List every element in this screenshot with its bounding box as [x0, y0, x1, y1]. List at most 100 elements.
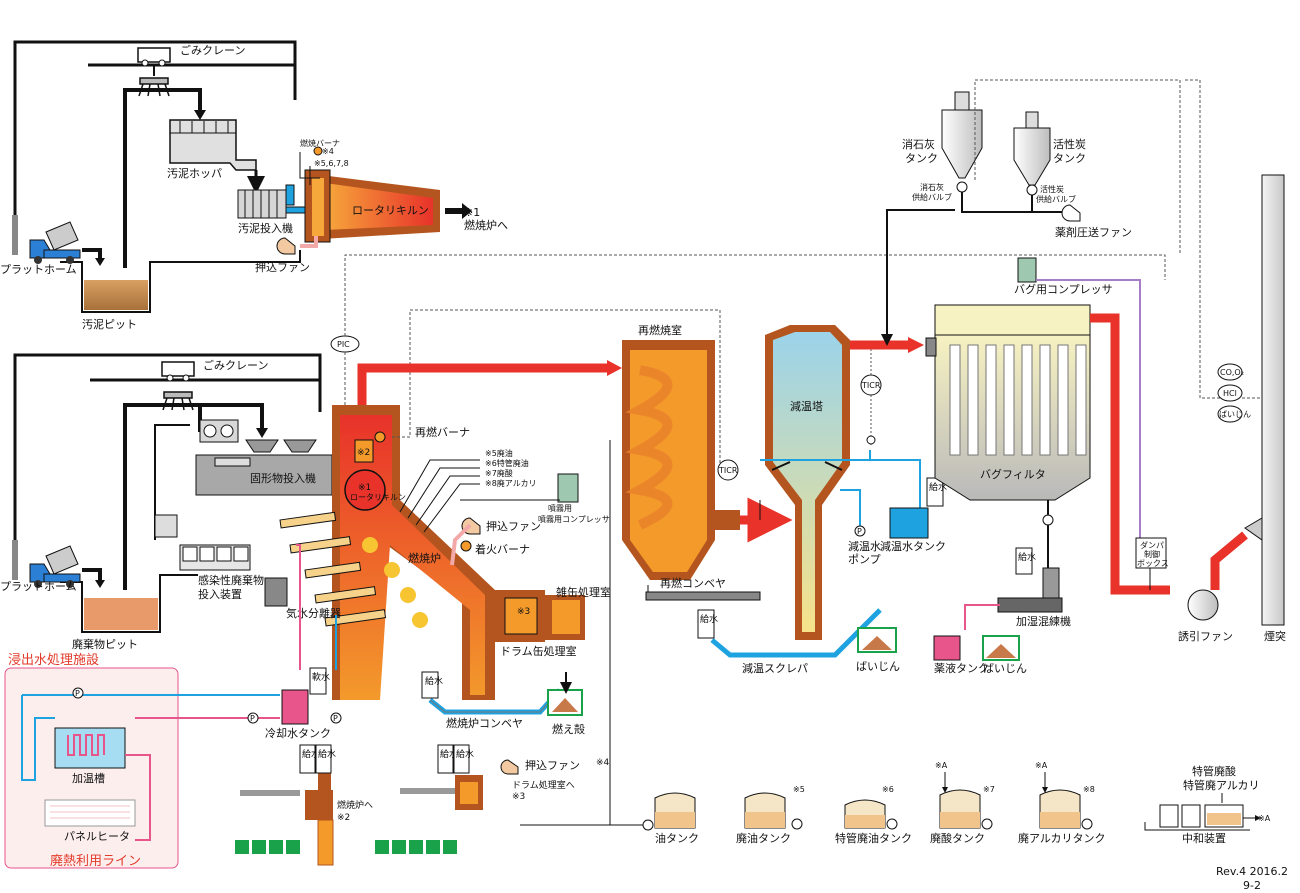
heating-tank: [54, 727, 126, 769]
bag-filter-label: バグフィルタ: [980, 467, 1046, 481]
waste-oil-tank: [744, 792, 786, 829]
sludge-pit: [60, 250, 301, 313]
neutral-title-1: 特管廃酸: [1192, 764, 1236, 778]
rev-label: Rev.4 2016.2: [1216, 865, 1288, 878]
feed-water-ct: 給水: [929, 481, 947, 493]
spray-compressor: [557, 473, 579, 503]
can-room-label: 雑缶処理室: [556, 585, 611, 599]
heat-line-label: 廃熱利用ライン: [50, 853, 141, 869]
bag-compressor-label: バグ用コンプレッサ: [1014, 282, 1113, 296]
ignition-burner-label: 着火バーナ: [475, 542, 530, 556]
crane-top-label: ごみクレーン: [180, 43, 245, 57]
furnace-burners: [279, 511, 387, 627]
damper-box: [1135, 537, 1167, 569]
rotary-kiln: [304, 169, 440, 243]
page-label: 9-2: [1243, 879, 1261, 892]
push-fan-bot-label: 押込ファン: [525, 758, 580, 772]
push-fan-mid-label: 押込ファン: [486, 519, 541, 533]
lime-tank-1: 消石灰: [902, 137, 935, 151]
ash-label: 燃え殻: [552, 722, 585, 736]
furnace-label: 燃焼炉: [408, 551, 441, 565]
induced-fan: [1187, 589, 1219, 621]
reburn-chamber-label: 再燃焼室: [638, 323, 682, 337]
push-fan-top-label: 押込ファン: [255, 260, 310, 274]
panel-heater: [44, 799, 136, 827]
drum-feeder-right: [375, 775, 483, 854]
chem-tank-label: 薬液タンク: [934, 661, 989, 675]
sludge-feeder-label: 汚泥投入機: [238, 221, 293, 235]
push-fan-top: [276, 237, 296, 255]
bag-compressor: [1017, 257, 1037, 283]
note2-label: ※2: [357, 448, 370, 458]
mixer: [997, 567, 1063, 613]
to-furnace-2a: 燃焼炉へ: [337, 799, 373, 811]
sludge-pit-label: 汚泥ピット: [82, 318, 137, 331]
waste-oil-tank-label: 廃油タンク: [736, 831, 791, 845]
pump-1: P: [75, 689, 80, 698]
co-o2-label: CO,O₂: [1220, 368, 1244, 377]
soft-water-label: 軟水: [312, 671, 330, 683]
reburn-burner-label: 再燃バーナ: [415, 425, 470, 439]
platform-bottom-label: プラットホーム: [0, 580, 77, 593]
truck-top: [12, 215, 81, 264]
burner-top-label: 燃焼バーナ: [300, 138, 340, 148]
na1-label: ※A: [935, 761, 948, 770]
crane-bottom-label: ごみクレーン: [203, 358, 268, 372]
spray-comp-2: 噴霧用コンプレッサ: [538, 514, 610, 524]
neutralizer: [1144, 804, 1250, 831]
cooling-tower-label: 減温塔: [790, 399, 823, 413]
truck-bottom: [12, 540, 81, 588]
cooling-tower: [765, 325, 850, 640]
cooling-pump-1: 減温水: [848, 539, 881, 553]
cooling-tank: [281, 689, 309, 725]
n7-label: ※7: [983, 785, 995, 794]
fly-ash-1-label: ばいじん: [856, 660, 900, 673]
crane-path-top: [123, 88, 202, 268]
note4-bot: ※4: [596, 758, 610, 768]
rotary-kiln-label: ロータリキルン: [352, 204, 429, 217]
furnace-feed-water: 給水: [425, 675, 443, 687]
spray-comp-1: 噴霧用: [548, 503, 572, 513]
oil-tank: [654, 792, 696, 829]
lime-valve-1: 消石灰: [920, 182, 944, 192]
reburn-chamber: [622, 340, 740, 580]
pump-4: P: [857, 527, 862, 536]
carbon-silo: [1013, 111, 1051, 196]
na3-label: ※A: [1258, 814, 1271, 823]
drum-room-label: ドラム缶処理室: [500, 644, 577, 658]
special-oil-tank: [844, 799, 886, 829]
acid-tank-label: 廃酸タンク: [930, 831, 985, 845]
pump-2: P: [250, 714, 255, 723]
waste-oil-8: ※8廃アルカリ: [485, 478, 536, 488]
damper-2: 制御: [1144, 549, 1160, 559]
leachate-title: 浸出水処理施設: [8, 652, 99, 668]
heating-tank-label: 加温槽: [72, 772, 105, 785]
cooling-scraper-label: 減温スクレパ: [742, 661, 808, 675]
mixer-label: 加湿混練機: [1016, 614, 1071, 628]
reburn-conveyor: [645, 591, 761, 601]
drum-room: [495, 590, 585, 642]
n5-label: ※5: [793, 785, 805, 794]
note3-label: ※3: [517, 607, 530, 617]
top-crane-rail: [13, 40, 297, 215]
chem-fan-label: 薬剤圧送ファン: [1055, 225, 1132, 239]
oil-tank-label: 油タンク: [655, 831, 699, 845]
alkali-tank: [1039, 789, 1081, 829]
steam-separator-label: 気水分離器: [286, 606, 341, 620]
ticr-1-label: TICR: [718, 466, 738, 475]
solid-feeder-label: 固形物投入機: [250, 471, 316, 485]
note3b: ※3: [512, 792, 525, 802]
infectious-label-2: 投入装置: [198, 587, 242, 601]
cooling-tank-label: 冷却水タンク: [265, 727, 331, 740]
neutral-title-2: 特管廃アルカリ: [1183, 778, 1260, 792]
platform-top-label: プラットホーム: [0, 263, 77, 276]
solid-feeder: [195, 419, 333, 496]
infectious-label-1: 感染性廃棄物: [198, 573, 264, 587]
damper-3: ボックス: [1137, 559, 1169, 568]
carbon-tank-2: タンク: [1053, 152, 1086, 165]
feed-water-scraper: 給水: [700, 613, 718, 625]
kiln-note1: ※1: [464, 206, 480, 219]
damper-1: ダンパ: [1140, 540, 1164, 550]
waste-oil-7: ※7廃酸: [485, 468, 513, 478]
stack: [1261, 174, 1285, 626]
